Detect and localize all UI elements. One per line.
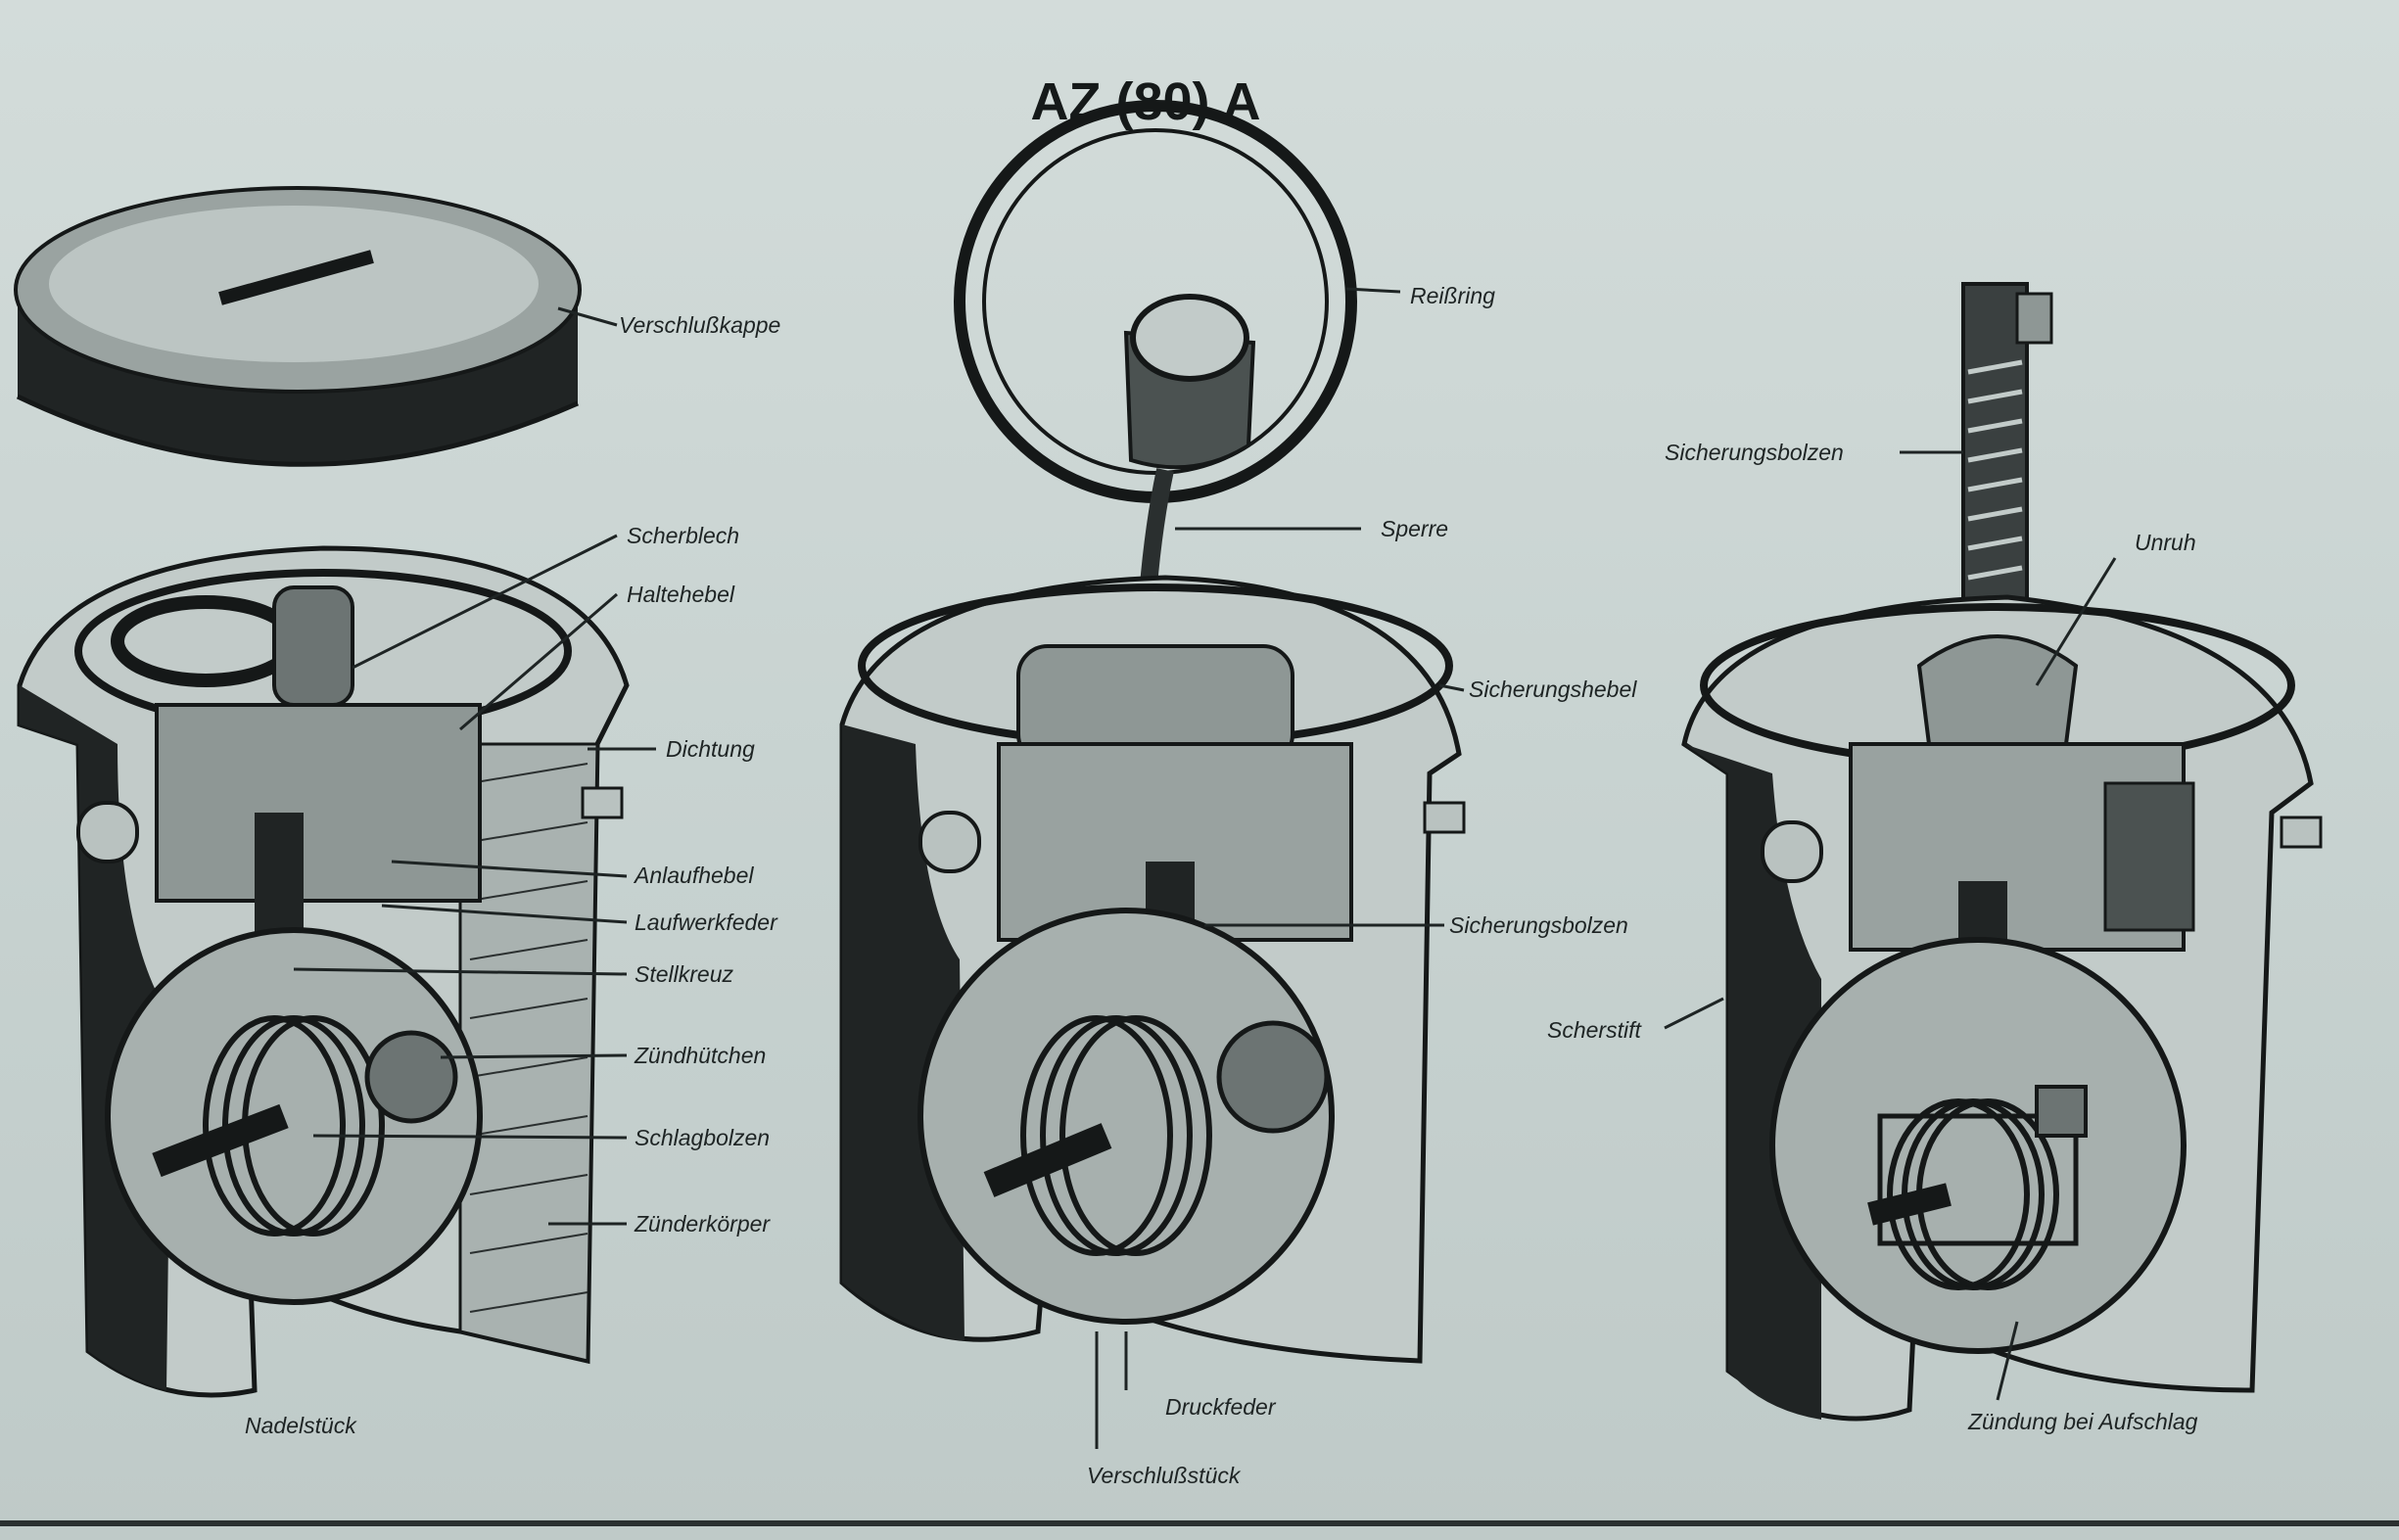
label-sperre: Sperre xyxy=(1381,516,1448,541)
fuze-left-drawing xyxy=(17,545,630,1398)
label-druckfeder: Druckfeder xyxy=(1165,1394,1277,1420)
label-zundhutchen: Zündhütchen xyxy=(634,1043,766,1068)
label-zunderkorper: Zünderkörper xyxy=(634,1211,771,1237)
label-anlaufhebel: Anlaufhebel xyxy=(633,863,754,888)
closure-cap-drawing xyxy=(14,186,582,467)
leader-lines xyxy=(293,287,2117,1449)
label-stellkreuz: Stellkreuz xyxy=(635,961,733,987)
callout-labels: Verschlußkappe Scherblech Haltehebel Dic… xyxy=(245,283,2198,1488)
label-sicherungsbolzen-right: Sicherungsbolzen xyxy=(1665,440,1844,465)
label-zundung-bei-aufschlag: Zündung bei Aufschlag xyxy=(1967,1409,2198,1434)
label-verschlusskappe: Verschlußkappe xyxy=(619,312,780,338)
label-scherblech: Scherblech xyxy=(627,523,739,548)
label-unruh: Unruh xyxy=(2135,530,2196,555)
fuze-right-drawing xyxy=(1681,282,2323,1422)
label-scherstift: Scherstift xyxy=(1547,1017,1642,1043)
label-reissring: Reißring xyxy=(1410,283,1495,308)
label-haltehebel: Haltehebel xyxy=(627,582,735,607)
label-schlagbolzen: Schlagbolzen xyxy=(635,1125,770,1150)
label-laufwerkfeder: Laufwerkfeder xyxy=(635,910,778,935)
fuze-middle-drawing xyxy=(839,100,1466,1364)
label-verschlussstuck: Verschlußstück xyxy=(1087,1463,1242,1488)
label-dichtung: Dichtung xyxy=(666,736,755,762)
label-nadelstuck: Nadelstück xyxy=(245,1413,357,1438)
label-sicherungshebel: Sicherungshebel xyxy=(1469,677,1637,702)
label-sicherungsbolzen-middle: Sicherungsbolzen xyxy=(1449,912,1628,938)
